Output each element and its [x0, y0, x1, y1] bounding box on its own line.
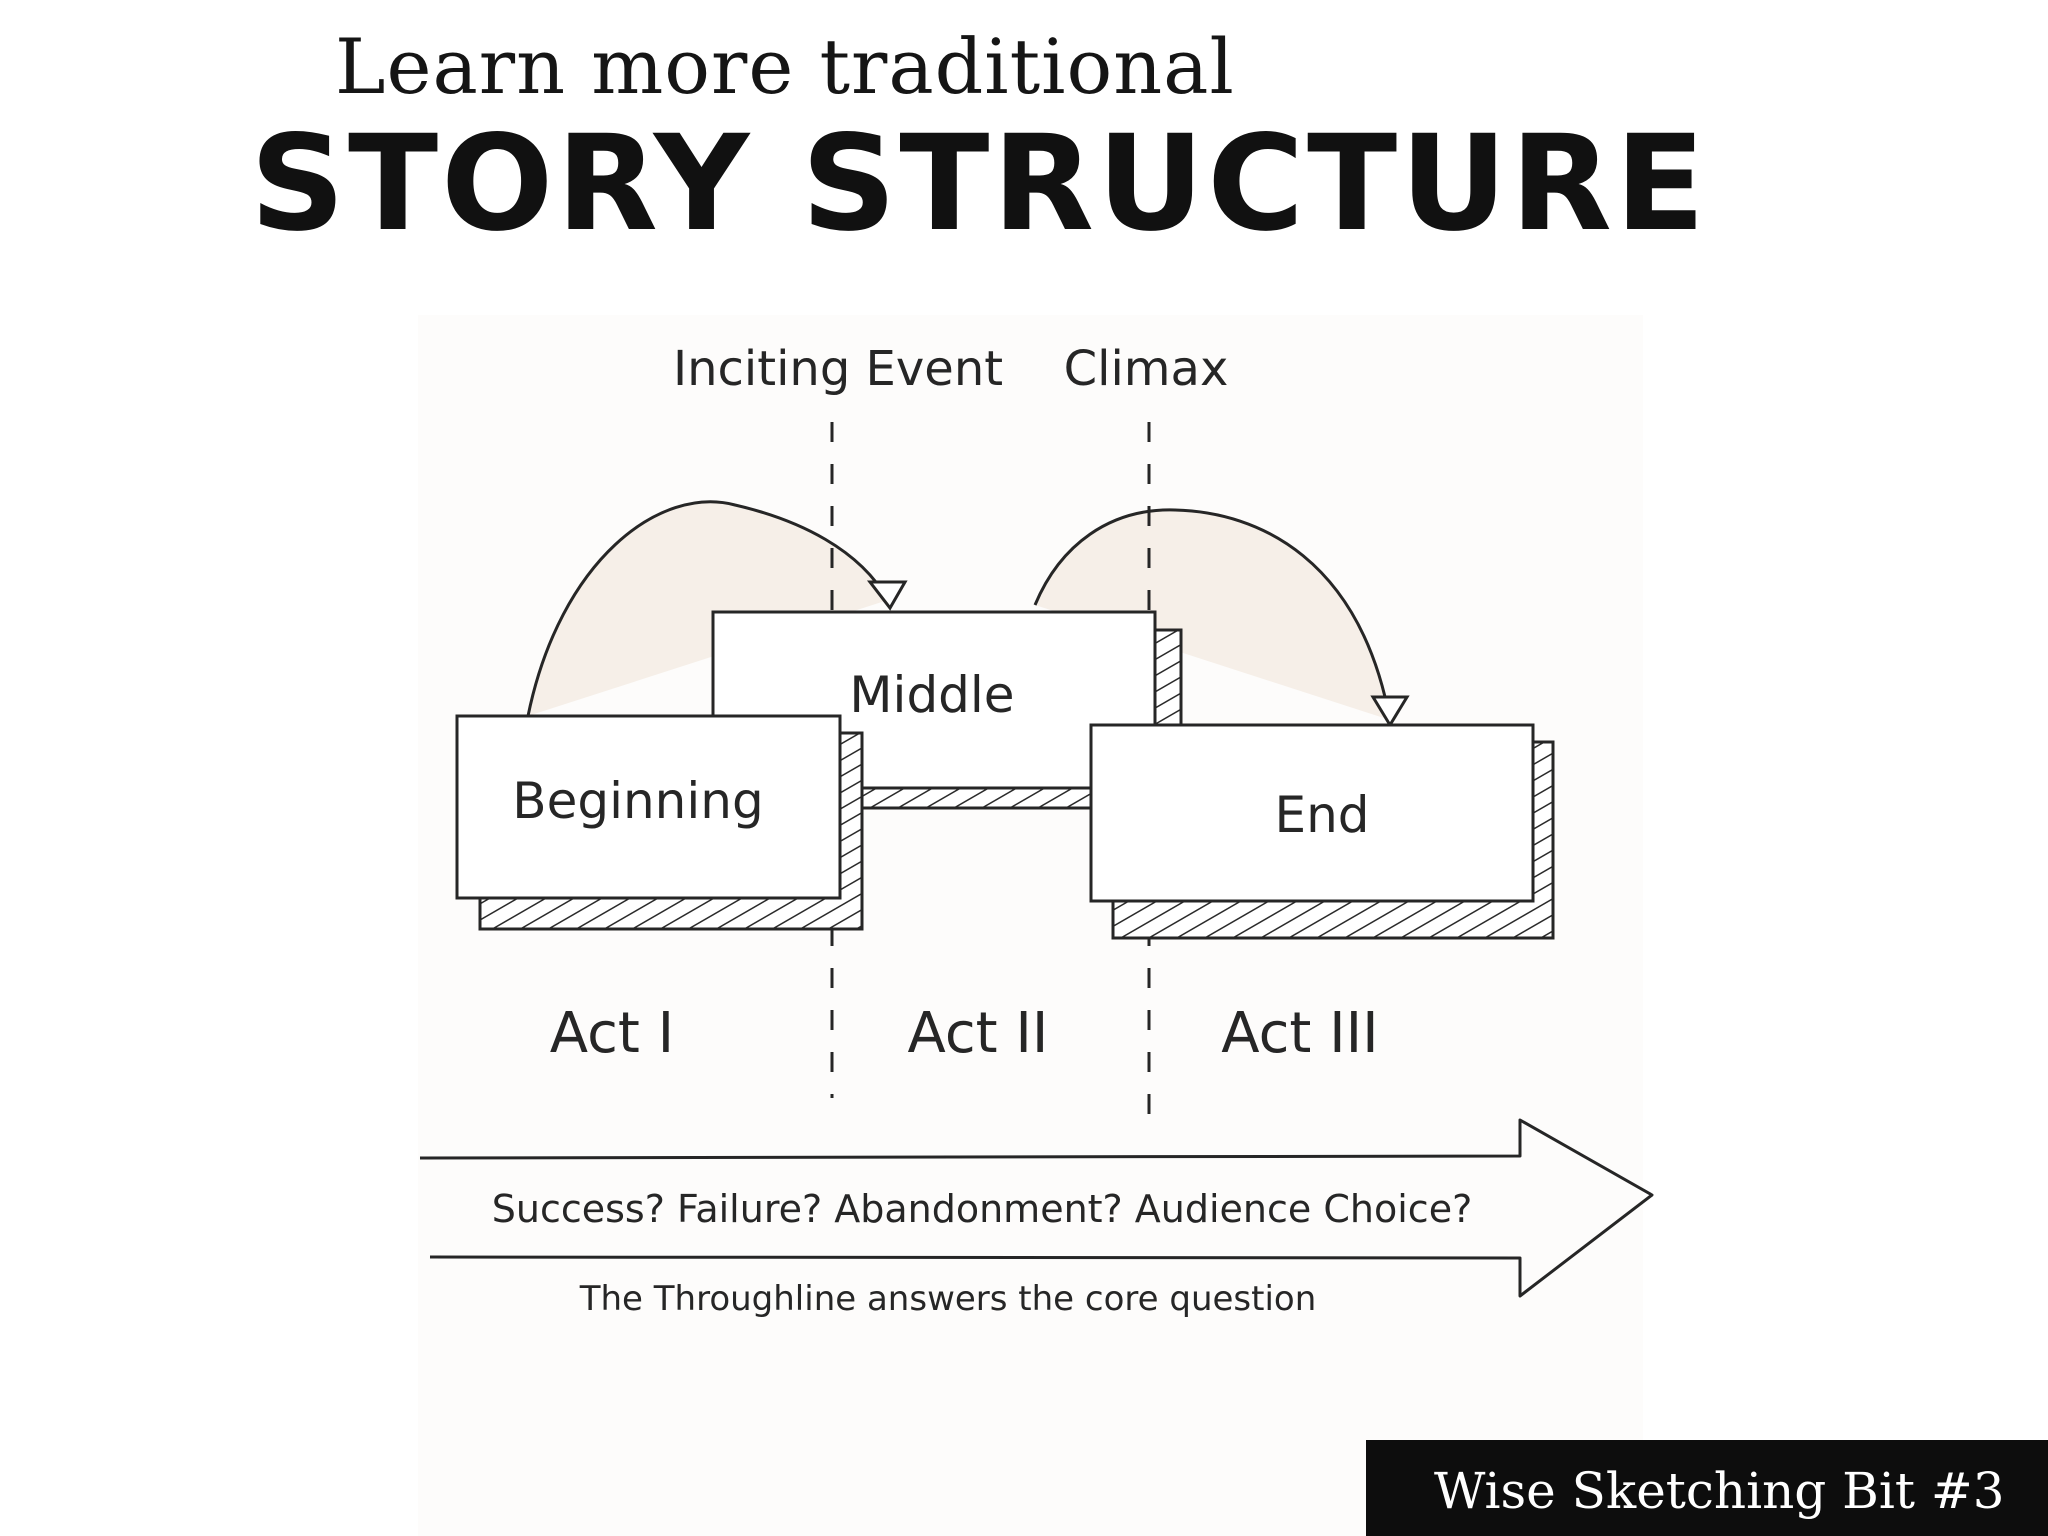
beginning-label: Beginning: [512, 772, 763, 830]
arc-beginning-to-middle: [526, 500, 890, 717]
footer-badge-text: Wise Sketching Bit #3: [1434, 1462, 2005, 1520]
throughline-caption: The Throughline answers the core questio…: [579, 1279, 1317, 1319]
page-subtitle: Learn more traditional: [335, 22, 1235, 111]
beginning-box: Beginning: [455, 714, 864, 931]
end-box: End: [1089, 723, 1555, 940]
throughline-question: Success? Failure? Abandonment? Audience …: [492, 1187, 1473, 1231]
act-1-label: Act I: [550, 1001, 674, 1066]
middle-label: Middle: [849, 666, 1014, 724]
arc-middle-to-end: [1033, 508, 1392, 721]
arrowhead-end-icon: [1370, 695, 1410, 728]
act-3-label: Act III: [1221, 1001, 1378, 1066]
climax-label: Climax: [1064, 341, 1229, 397]
arrowhead-middle-icon: [866, 580, 908, 611]
throughline-arrow: [419, 1118, 1654, 1298]
inciting-event-label: Inciting Event: [673, 341, 1003, 397]
end-label: End: [1274, 786, 1369, 844]
act-2-label: Act II: [908, 1001, 1049, 1066]
page-title: STORY STRUCTURE: [250, 107, 1709, 261]
footer-badge: Wise Sketching Bit #3: [1366, 1440, 2048, 1536]
